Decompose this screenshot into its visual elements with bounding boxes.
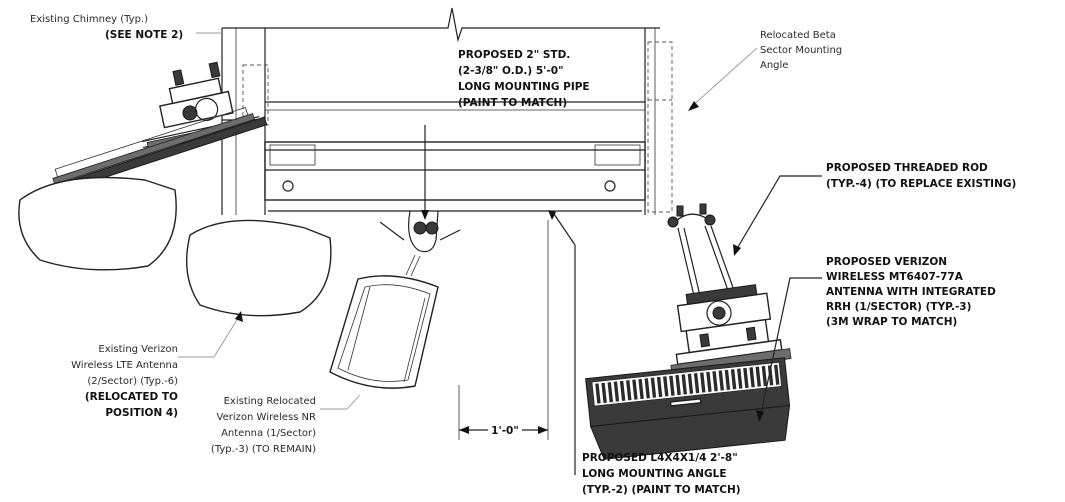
antenna-fin: [712, 371, 718, 392]
label-chimney-line1: Existing Chimney (Typ.): [30, 14, 148, 25]
label-threaded-rod-line1: PROPOSED THREADED ROD: [826, 162, 988, 174]
antenna-fin: [675, 374, 681, 396]
label-chimney-line2: (SEE NOTE 2): [105, 29, 183, 41]
label-beta-angle: Relocated Beta Sector Mounting Angle: [760, 30, 842, 71]
label-nr-antenna-line4: (Typ.-3) (TO REMAIN): [211, 444, 316, 455]
label-verizon-mt-line5: (3M WRAP TO MATCH): [826, 316, 957, 328]
mt6407-bracket: [670, 284, 792, 376]
antenna-fin: [644, 378, 651, 399]
label-nr-antenna-line2: Verizon Wireless NR: [217, 412, 316, 423]
label-mounting-angle: PROPOSED L4X4X1/4 2'-8" LONG MOUNTING AN…: [582, 452, 741, 496]
antenna-fin: [595, 383, 601, 404]
antenna-fin: [749, 367, 755, 388]
antenna-fin: [669, 375, 675, 396]
antenna-fin: [761, 365, 768, 387]
antenna-fin: [656, 376, 663, 398]
label-beta-angle-line2: Sector Mounting: [760, 45, 842, 56]
label-mounting-pipe-line1: PROPOSED 2" STD.: [458, 49, 570, 61]
antenna-fin: [626, 380, 632, 401]
label-nr-antenna: Existing Relocated Verizon Wireless NR A…: [211, 396, 316, 455]
label-lte-antenna-line4: (RELOCATED TO: [85, 391, 178, 403]
label-verizon-mt-line2: WIRELESS MT6407-77A: [826, 271, 964, 283]
mt6407-antenna: [585, 357, 791, 460]
label-lte-antenna-line1: Existing Verizon: [98, 344, 178, 355]
antenna-fin: [619, 380, 626, 402]
antenna-fin: [718, 370, 725, 391]
lte-antenna-right: [185, 219, 332, 317]
label-mounting-pipe: PROPOSED 2" STD. (2-3/8" O.D.) 5'-0" LON…: [458, 49, 590, 109]
antenna-fin: [700, 372, 706, 393]
label-mounting-pipe-line2: (2-3/8" O.D.) 5'-0": [458, 65, 564, 77]
label-verizon-mt-line1: PROPOSED VERIZON: [826, 256, 947, 268]
antenna-fin: [607, 382, 614, 403]
label-verizon-mt: PROPOSED VERIZON WIRELESS MT6407-77A ANT…: [826, 256, 996, 328]
label-mounting-pipe-line4: (PAINT TO MATCH): [458, 97, 567, 109]
threaded-rod-clamp: [667, 203, 737, 301]
antenna-fin: [693, 373, 700, 394]
antenna-fin: [681, 374, 688, 395]
label-beta-angle-line1: Relocated Beta: [760, 30, 836, 41]
dimension-value: 1'-0": [491, 425, 519, 437]
antenna-fin: [755, 366, 762, 387]
label-mounting-angle-line3: (TYP.-2) (PAINT TO MATCH): [582, 484, 741, 496]
label-threaded-rod-line2: (TYP.-4) (TO REPLACE EXISTING): [826, 178, 1016, 190]
center-pipe-clamp: [379, 210, 461, 277]
dimension-label: 1'-0": [491, 425, 519, 437]
antenna-fin: [650, 377, 657, 398]
mounting-angle-channel: [264, 141, 646, 212]
label-beta-angle-line3: Angle: [760, 60, 788, 71]
antenna-fin: [730, 369, 737, 390]
label-mounting-angle-line1: PROPOSED L4X4X1/4 2'-8": [582, 452, 738, 464]
leader-lines: [178, 32, 822, 475]
label-verizon-mt-line3: ANTENNA WITH INTEGRATED: [826, 286, 996, 298]
antenna-fin: [687, 373, 694, 394]
antenna-fin: [632, 379, 638, 400]
label-nr-antenna-line1: Existing Relocated: [224, 396, 316, 407]
label-lte-antenna-line3: (2/Sector) (Typ.-6): [87, 376, 178, 387]
label-mounting-pipe-line3: LONG MOUNTING PIPE: [458, 81, 590, 93]
nr-antenna: [329, 275, 439, 389]
antenna-fin: [706, 371, 712, 392]
antenna-fin: [663, 376, 669, 397]
label-lte-antenna: Existing Verizon Wireless LTE Antenna (2…: [71, 344, 178, 419]
label-nr-antenna-line3: Antenna (1/Sector): [221, 428, 316, 439]
label-mounting-angle-line2: LONG MOUNTING ANGLE: [582, 468, 727, 480]
antenna-fin: [774, 364, 780, 385]
antenna-fin: [638, 378, 644, 400]
label-verizon-mt-line4: RRH (1/SECTOR) (TYP.-3): [826, 301, 971, 313]
lte-antenna-left: [18, 176, 177, 271]
label-lte-antenna-line5: POSITION 4): [105, 407, 178, 419]
label-threaded-rod: PROPOSED THREADED ROD (TYP.-4) (TO REPLA…: [826, 162, 1016, 190]
antenna-fin: [613, 381, 620, 402]
label-chimney: Existing Chimney (Typ.) (SEE NOTE 2): [30, 14, 183, 41]
antenna-fin: [767, 365, 774, 386]
antenna-fin: [737, 368, 743, 389]
lte-antenna-mount: [44, 61, 268, 197]
antenna-fin: [743, 367, 749, 389]
antenna-fin: [724, 369, 731, 391]
label-lte-antenna-line2: Wireless LTE Antenna: [71, 360, 178, 371]
antenna-fin: [601, 382, 607, 403]
